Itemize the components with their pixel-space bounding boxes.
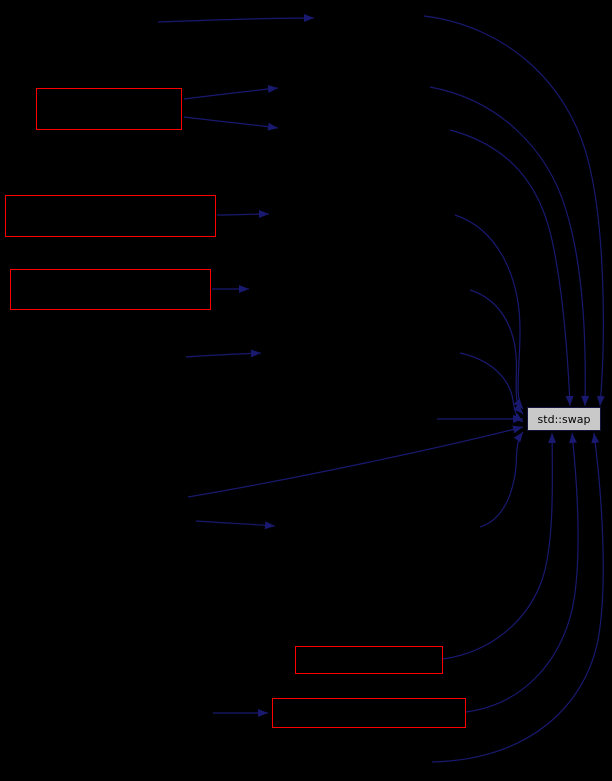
call-edge — [479, 431, 524, 528]
call-edge — [442, 432, 557, 660]
call-edge — [216, 210, 270, 219]
call-edge — [454, 214, 524, 410]
call-edge — [183, 116, 279, 131]
caller-node-box-4[interactable] — [295, 646, 443, 674]
call-edge — [429, 86, 590, 407]
call-edge — [469, 289, 524, 415]
center-node-std-swap[interactable]: std::swap — [527, 407, 601, 431]
caller-node-box-1[interactable] — [36, 88, 182, 130]
call-edge — [431, 432, 604, 763]
call-edge — [195, 520, 276, 530]
call-edge — [449, 129, 574, 407]
call-edge — [185, 349, 262, 358]
caller-node-box-5[interactable] — [272, 698, 466, 728]
call-edge — [465, 432, 579, 713]
call-edge — [459, 352, 524, 423]
call-edge — [423, 15, 605, 407]
center-node-label: std::swap — [537, 412, 591, 426]
caller-node-box-3[interactable] — [10, 269, 211, 310]
call-edge — [187, 425, 524, 498]
call-edge — [183, 85, 279, 100]
call-edge — [157, 14, 315, 23]
caller-node-box-2[interactable] — [5, 195, 216, 237]
